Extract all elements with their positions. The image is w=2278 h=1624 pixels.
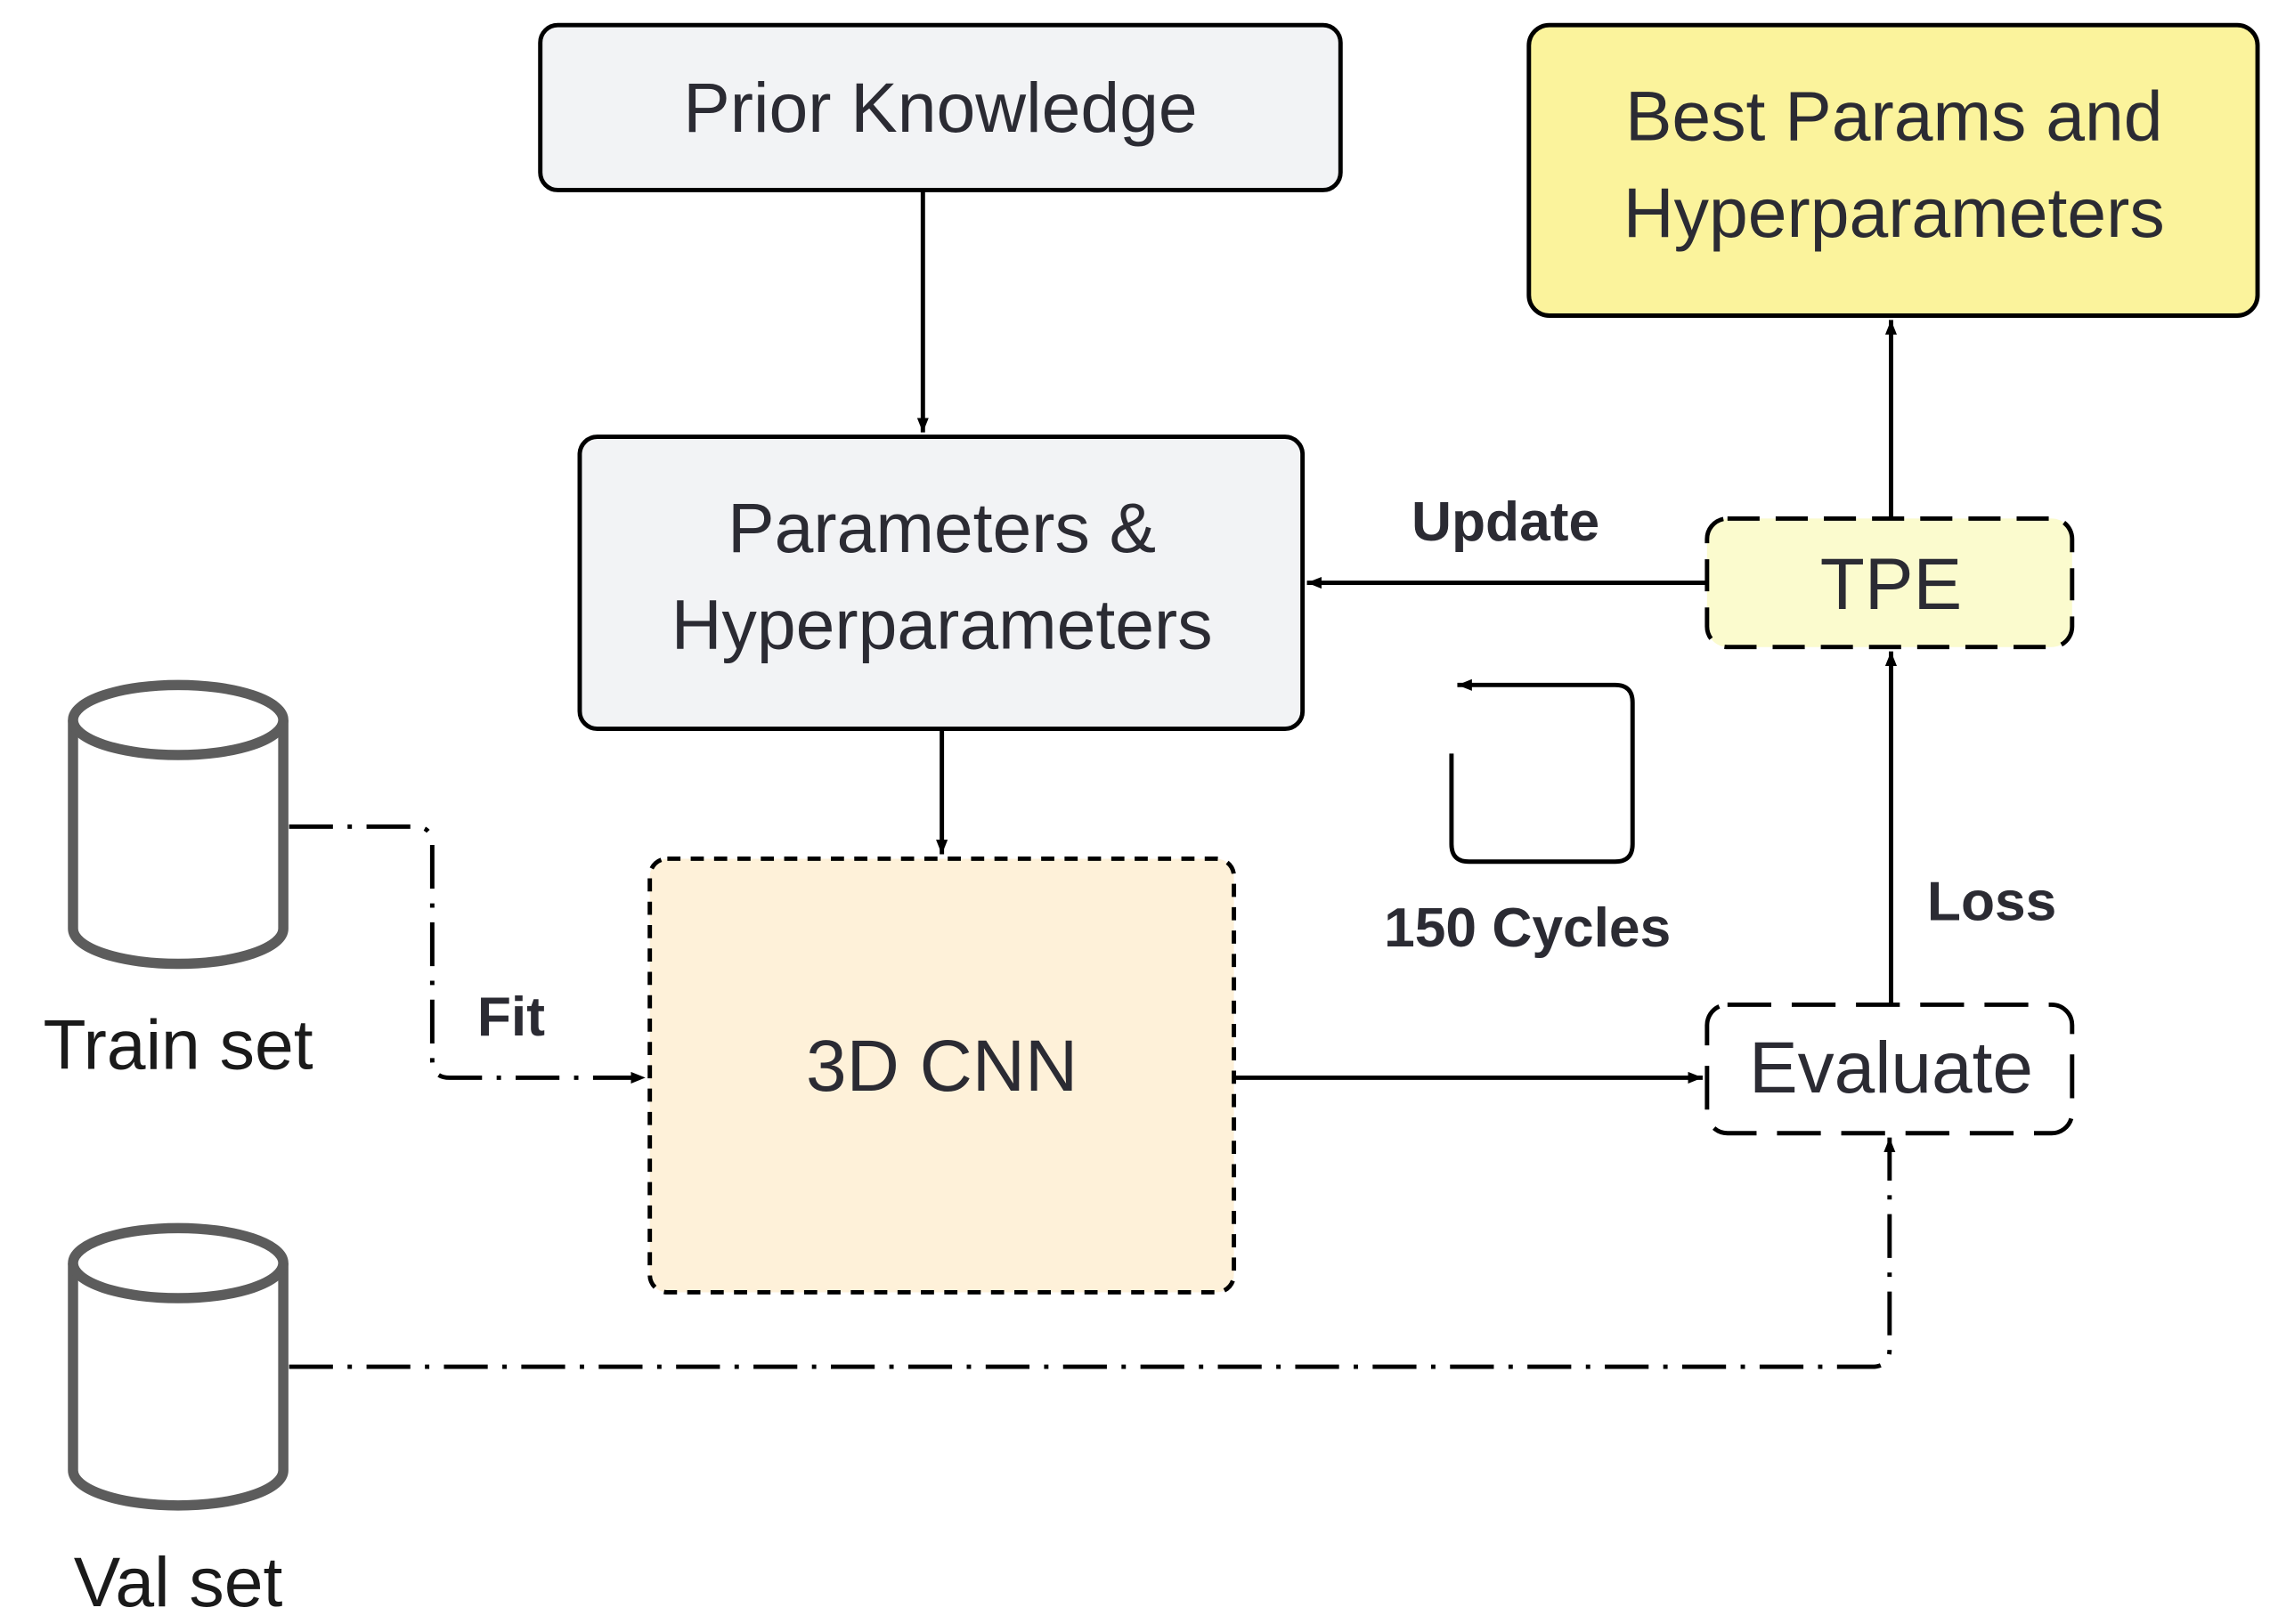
database-icon <box>68 679 289 970</box>
connector-val-to-evaluate <box>289 1137 1896 1369</box>
parameters-label-line1: Parameters & <box>728 489 1156 567</box>
update-label: Update <box>1412 491 1599 553</box>
prior-knowledge-node: Prior Knowledge <box>538 22 1343 192</box>
cycles-label: 150 Cycles <box>1384 897 1671 959</box>
loss-label: Loss <box>1927 871 2056 932</box>
tpe-label: TPE <box>1820 544 1962 625</box>
evaluate-label: Evaluate <box>1749 1027 2033 1108</box>
best-params-label-line2: Hyperparameters <box>1623 174 2165 252</box>
cnn-label: 3D CNN <box>806 1026 1078 1107</box>
fit-label: Fit <box>477 987 545 1048</box>
parameters-label-line2: Hyperparameters <box>671 585 1213 663</box>
best-params-label-line1: Best Params and <box>1625 77 2163 156</box>
val-set-database: Val set <box>68 1222 289 1621</box>
database-icon <box>68 1222 289 1511</box>
val-set-label: Val set <box>74 1543 283 1621</box>
train-set-database: Train set <box>43 679 313 1084</box>
connector-train-to-cnn <box>289 824 646 1084</box>
prior-knowledge-label: Prior Knowledge <box>683 69 1197 147</box>
cnn-node: 3D CNN <box>647 857 1237 1295</box>
train-set-label: Train set <box>43 1006 313 1084</box>
best-params-node: Best Params and Hyperparameters <box>1526 22 2260 318</box>
evaluate-node: Evaluate <box>1704 1002 2075 1136</box>
tpe-node: TPE <box>1704 516 2075 650</box>
parameters-node: Parameters & Hyperparameters <box>577 434 1306 731</box>
cycle-arrow-icon <box>1449 678 1635 865</box>
